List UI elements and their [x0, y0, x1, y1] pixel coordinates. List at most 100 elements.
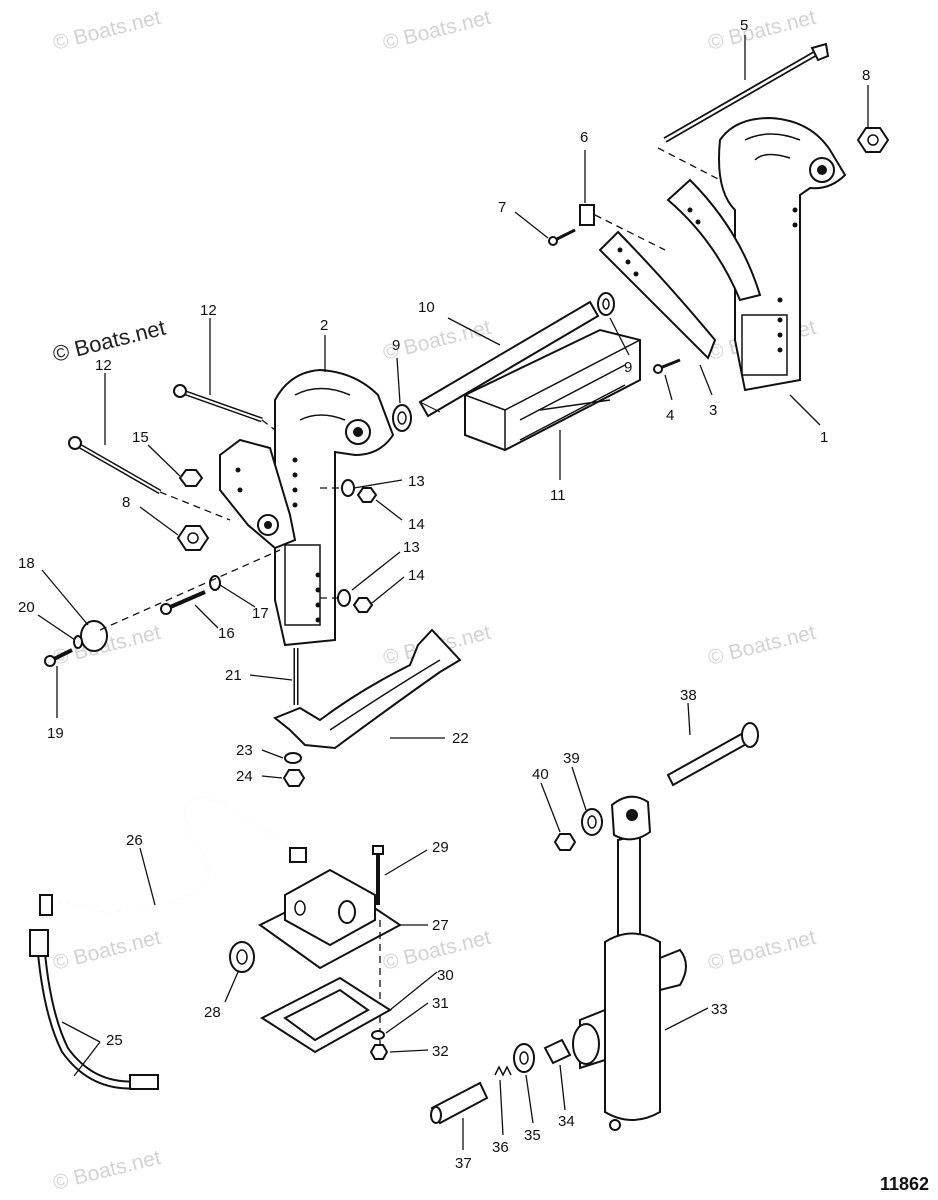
part-4-screw: [653, 358, 681, 374]
callout-20: 20: [18, 599, 35, 616]
part-13-washer-upper: [341, 479, 355, 497]
part-5-long-bolt: [663, 42, 830, 143]
part-13-washer-lower: [337, 589, 351, 607]
callout-14-upper: 14: [408, 516, 425, 533]
callout-6: 6: [580, 129, 588, 146]
callout-11: 11: [550, 487, 566, 504]
part-26-hose: [39, 796, 307, 916]
part-35-washer: [513, 1043, 535, 1073]
part-34-bushing: [543, 1038, 572, 1065]
part-22-strap: [273, 628, 462, 750]
callout-7: 7: [498, 199, 506, 216]
figure-id: 11862: [880, 1174, 929, 1194]
part-33-cylinder: [572, 795, 687, 1131]
part-17-washer: [209, 575, 221, 591]
callout-15: 15: [132, 429, 149, 446]
part-inner-plate: [666, 178, 762, 302]
callout-12-lower: 12: [95, 357, 112, 374]
part-6-clip: [579, 204, 595, 226]
part-9-washer-right: [597, 292, 615, 316]
part-14-nut-upper: [356, 487, 378, 503]
callout-22: 22: [452, 730, 469, 747]
callout-14-lower: 14: [408, 567, 425, 584]
callout-5: 5: [740, 17, 748, 34]
callout-27: 27: [432, 917, 449, 934]
callout-29: 29: [432, 839, 449, 856]
callout-3: 3: [709, 402, 717, 419]
callout-2: 2: [320, 317, 328, 334]
part-15-nut: [178, 469, 204, 487]
part-7-screw: [548, 228, 576, 246]
part-23-washer: [284, 752, 302, 764]
part-3-side-plate: [598, 230, 717, 360]
callout-36: 36: [492, 1139, 509, 1156]
watermark: © Boats.net: [706, 926, 818, 975]
callout-34: 34: [558, 1113, 575, 1130]
part-27-mount: [258, 868, 402, 970]
callout-10: 10: [418, 299, 435, 316]
callout-37: 37: [455, 1155, 472, 1172]
callout-26: 26: [126, 832, 143, 849]
part-16-bolt: [160, 590, 206, 615]
watermark: © Boats.net: [51, 1146, 163, 1195]
callout-33: 33: [711, 1001, 728, 1018]
part-11-block: [464, 328, 641, 452]
callout-23: 23: [236, 742, 253, 759]
watermark: © Boats.net: [706, 621, 818, 670]
part-38-pin: [666, 722, 759, 787]
leader-lines: [37, 35, 869, 1150]
callout-13-lower: 13: [403, 539, 420, 556]
part-1-right-bracket: [718, 116, 847, 392]
watermark: © Boats.net: [381, 6, 493, 55]
callout-30: 30: [437, 967, 454, 984]
callout-24: 24: [236, 768, 253, 785]
callout-39: 39: [563, 750, 580, 767]
callout-32: 32: [432, 1043, 449, 1060]
callout-38: 38: [680, 687, 697, 704]
callout-8-top: 8: [862, 67, 870, 84]
callout-16: 16: [218, 625, 235, 642]
part-29-bolt: [372, 845, 384, 905]
part-8-nut-left: [176, 525, 210, 551]
part-18-cap: [80, 620, 108, 652]
watermark-layer: © Boats.net © Boats.net © Boats.net © Bo…: [50, 6, 818, 1195]
part-12-bolt-upper: [173, 384, 263, 423]
part-left-inner-plate: [219, 438, 297, 550]
part-8-nut-top: [856, 127, 890, 153]
callout-1: 1: [820, 429, 828, 446]
callout-numbers: 1 2 3 4 5 6 7 8 8 9 9 10 11 12 12 13 13 …: [18, 17, 870, 1172]
part-14-nut-lower: [352, 597, 374, 613]
part-32-nut: [369, 1044, 389, 1060]
part-28-bushing: [229, 941, 255, 973]
callout-28: 28: [204, 1004, 221, 1021]
part-20-washer: [73, 635, 83, 649]
callout-21: 21: [225, 667, 242, 684]
watermark: © Boats.net: [51, 621, 163, 670]
part-31-washer: [371, 1030, 385, 1040]
callout-31: 31: [432, 995, 449, 1012]
part-9-washer-left: [392, 404, 412, 432]
callout-4: 4: [666, 407, 674, 424]
part-24-nut: [282, 769, 306, 787]
part-2-left-bracket: [274, 368, 395, 647]
callout-40: 40: [532, 766, 549, 783]
part-39-washer: [581, 808, 603, 836]
callout-8-left: 8: [122, 494, 130, 511]
part-40-nut: [553, 833, 577, 851]
callout-35: 35: [524, 1127, 541, 1144]
callout-18: 18: [18, 555, 35, 572]
callout-9-right: 9: [624, 359, 632, 376]
watermark: © Boats.net: [51, 926, 163, 975]
part-30-gasket: [259, 976, 392, 1054]
watermark: © Boats.net: [706, 6, 818, 55]
watermark: © Boats.net: [51, 6, 163, 55]
callout-17: 17: [252, 605, 269, 622]
part-19-screw: [44, 648, 73, 667]
callout-25: 25: [106, 1032, 123, 1049]
callout-19: 19: [47, 725, 64, 742]
part-37-pin: [430, 1081, 489, 1125]
callout-9-left: 9: [392, 337, 400, 354]
part-10-tube: [418, 300, 600, 418]
part-12-bolt-lower: [68, 436, 162, 495]
